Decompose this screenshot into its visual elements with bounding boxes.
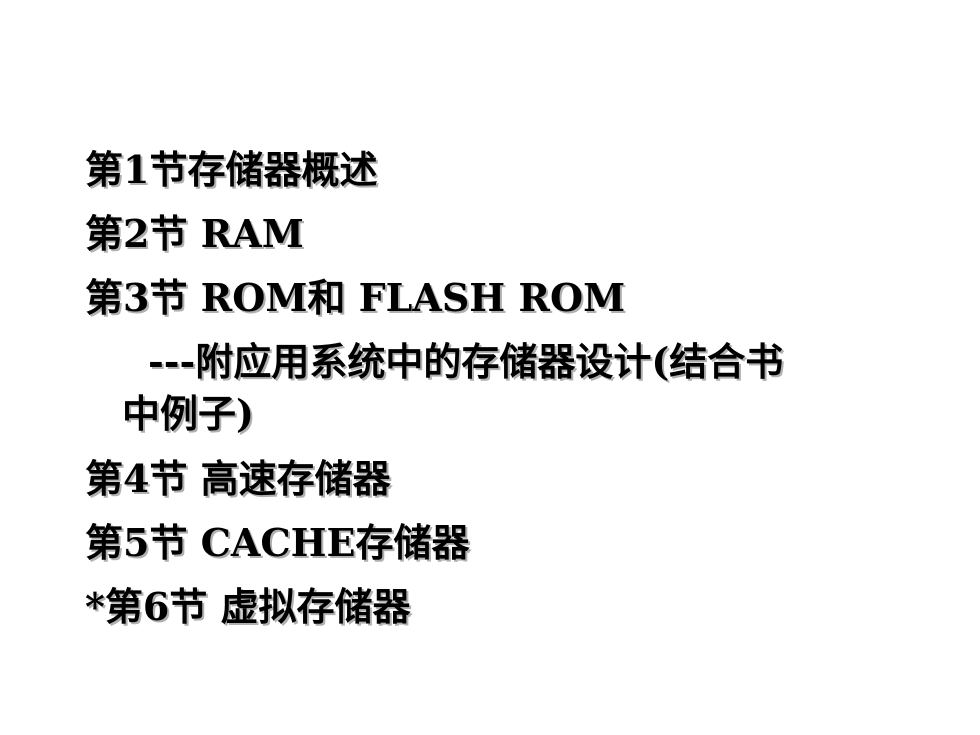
outline-subitem-line-1: ---附应用系统中的存储器设计(结合书 bbox=[148, 339, 784, 384]
outline-item-section-2: 第2节 RAM bbox=[85, 211, 304, 256]
outline-item-section-5: 第5节 CACHE存储器 bbox=[85, 520, 470, 565]
outline-item-section-4: 第4节 高速存储器 bbox=[85, 456, 391, 501]
outline-subitem-line-2: 中例子) bbox=[122, 391, 254, 436]
outline-item-section-6: *第6节 虚拟存储器 bbox=[85, 584, 411, 629]
outline-item-section-1: 第1节存储器概述 bbox=[85, 147, 378, 192]
outline-item-section-3: 第3节 ROM和 FLASH ROM bbox=[85, 275, 626, 320]
